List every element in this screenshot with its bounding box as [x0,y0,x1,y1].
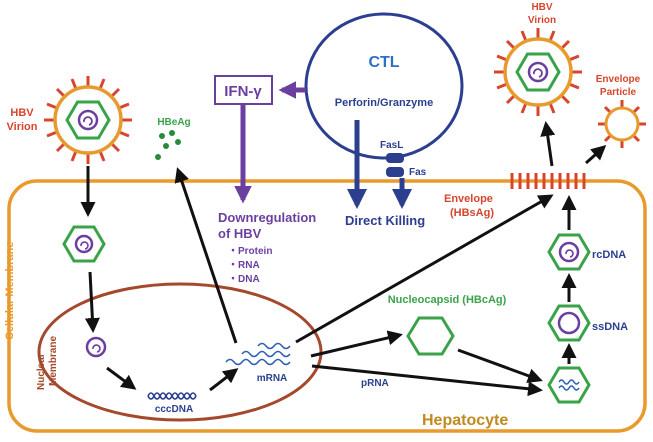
hbv-virion-right [494,28,582,116]
capsid-entry [62,225,106,263]
ssdna-label: ssDNA [592,321,628,333]
hbv-virion-left-label-2: Virion [7,121,38,133]
arrow-nucleocapsid-to-capsid [457,348,543,383]
envelope-label-1: Envelope [444,193,493,205]
cellular-membrane [7,179,647,433]
arrow-prna-to-capsid [311,364,543,397]
hbeag-label: HBeAg [157,117,190,128]
downreg-item-rna: ・RNA [228,260,260,271]
mrna-label: mRNA [257,373,288,384]
rcdna-in-nucleus [85,336,107,358]
hepatocyte-label: Hepatocyte [422,412,508,429]
fasl-label: FasL [380,140,403,151]
downreg-line-1: Downregulation [218,210,316,225]
nucleocapsid-label: Nucleocapsid (HBcAg) [388,294,507,306]
capsid-prna [547,366,591,404]
cellular-membrane-label: Cellular Membrane [4,242,16,340]
downreg-line-2: of HBV [218,226,262,241]
pathway-arrows [80,121,607,397]
ifn-label: IFN-γ [224,83,262,100]
envelope-particle-label-1: Envelope [596,74,641,85]
arrow-mrna-to-hbeag [174,167,238,344]
hbv-virion-left-label-1: HBV [10,107,34,119]
ctl-cell [304,12,464,160]
nuclear-membrane-label-1: Nuclear [36,353,47,390]
nuclear-membrane-label-2: Membrane [48,336,59,386]
nuclear-membrane [37,282,323,422]
envelope-label-2: (HBsAg) [450,207,494,219]
downreg-item-protein: ・Protein [228,246,272,257]
arrow-membrane-to-virion [540,121,556,167]
fas-label: Fas [409,167,427,178]
arrow-mrna-to-envelope [295,194,554,344]
direct-killing-label: Direct Killing [345,213,425,228]
cccdna-coil [147,392,197,400]
arrow-membrane-to-particle [585,145,607,165]
envelope-particle [598,100,646,148]
fasl-receptor [386,153,404,163]
hbv-virion-right-label-2: Virion [528,15,556,26]
envelope-hbsag-bars [510,173,586,189]
arrow-cccdna-to-mrna [209,368,239,392]
arrow-capsid-to-nucleus [84,271,100,333]
arrow-mrna-to-nucleocapsid [310,330,403,358]
hbv-virion-left [44,76,132,164]
mrna-waves [225,342,291,366]
rcdna-label: rcDNA [592,249,626,261]
capsid-ssdna [547,304,591,342]
arrow-to-cccdna [106,366,137,390]
nucleocapsid-hexagon [406,316,455,356]
prna-label: pRNA [361,378,389,389]
fas-receptor [386,167,404,177]
envelope-particle-label-2: Particle [600,87,637,98]
downreg-item-dna: ・DNA [228,274,260,285]
hbeag-particles [155,130,181,160]
cccdna-label: cccDNA [155,404,193,415]
ctl-label: CTL [368,54,399,71]
hbv-virion-right-label-1: HBV [531,2,552,13]
capsid-rcdna [547,233,591,271]
perforin-label: Perforin/Granzyme [335,97,433,109]
